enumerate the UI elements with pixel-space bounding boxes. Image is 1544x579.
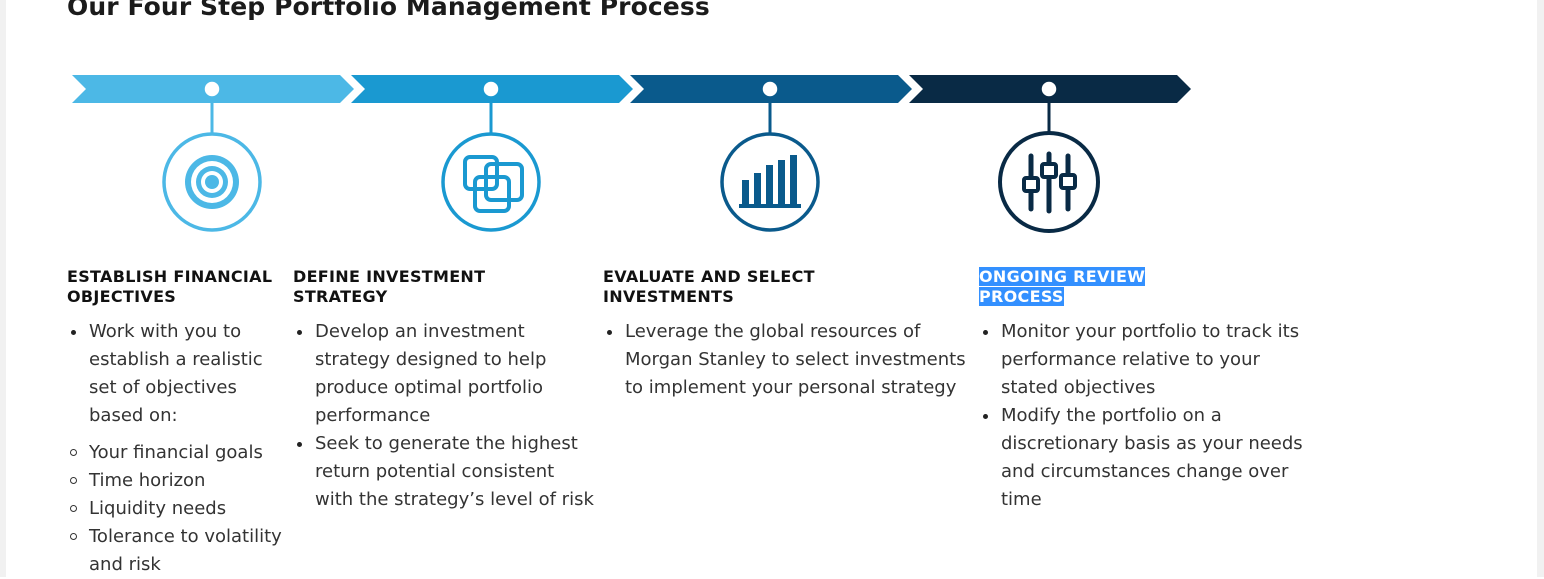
- step-1-title-line: ESTABLISH FINANCIAL: [67, 267, 273, 286]
- sub-bullet-item: Time horizon: [70, 467, 292, 495]
- sub-bullet-item: Tolerance to volatility and risk: [70, 523, 292, 579]
- sub-bullet-item: Your financial goals: [70, 439, 292, 467]
- page-title: Our Four Step Portfolio Management Proce…: [67, 0, 710, 21]
- step-4-title-line[interactable]: PROCESS: [979, 287, 1314, 307]
- bullet-item: Modify the portfolio on a discretionary …: [983, 402, 1314, 514]
- step-2-bullets: Develop an investment strategy designed …: [293, 318, 598, 514]
- step-1-sub-bullets: Your financial goals Time horizon Liquid…: [67, 439, 292, 579]
- bullet-item: Leverage the global resources of Morgan …: [607, 318, 975, 402]
- step-3-section: EVALUATE AND SELECT INVESTMENTS Leverage…: [603, 267, 975, 402]
- step-1-title: ESTABLISH FINANCIAL OBJECTIVES: [67, 267, 292, 307]
- bar-chart-icon: [739, 155, 801, 208]
- step-1-section: ESTABLISH FINANCIAL OBJECTIVES Work with…: [67, 267, 292, 579]
- step-1-bullets: Work with you to establish a realistic s…: [67, 318, 292, 430]
- bullet-item: Work with you to establish a realistic s…: [71, 318, 292, 430]
- selected-text[interactable]: ONGOING REVIEW: [979, 267, 1146, 286]
- step-4-section: ONGOING REVIEW PROCESS Monitor your port…: [979, 267, 1314, 514]
- left-page-edge: [0, 0, 6, 577]
- step-1-title-line: OBJECTIVES: [67, 287, 177, 306]
- sliders-icon: [1022, 151, 1077, 214]
- step-2-section: DEFINE INVESTMENT STRATEGY Develop an in…: [293, 267, 598, 514]
- step-2-title: DEFINE INVESTMENT STRATEGY: [293, 267, 598, 307]
- step-2-title-line: DEFINE INVESTMENT: [293, 267, 486, 286]
- bullet-item: Develop an investment strategy designed …: [297, 318, 598, 430]
- step-3-title: EVALUATE AND SELECT INVESTMENTS: [603, 267, 975, 307]
- step-4-bullets: Monitor your portfolio to track its perf…: [979, 318, 1314, 514]
- step-3-title-line: EVALUATE AND SELECT: [603, 267, 815, 286]
- bullet-item: Seek to generate the highest return pote…: [297, 430, 598, 514]
- right-scrollbar-track[interactable]: [1537, 0, 1544, 577]
- selected-text[interactable]: PROCESS: [979, 287, 1064, 306]
- step-3-bullets: Leverage the global resources of Morgan …: [603, 318, 975, 402]
- step-4-title-line[interactable]: ONGOING REVIEW: [979, 267, 1314, 287]
- target-icon: [185, 155, 239, 209]
- sub-bullet-item: Liquidity needs: [70, 495, 292, 523]
- overlapping-squares-icon: [463, 155, 524, 213]
- bullet-item: Monitor your portfolio to track its perf…: [983, 318, 1314, 402]
- step-3-title-line: INVESTMENTS: [603, 287, 735, 306]
- step-2-title-line: STRATEGY: [293, 287, 388, 306]
- step-4-title[interactable]: ONGOING REVIEW PROCESS: [979, 267, 1314, 307]
